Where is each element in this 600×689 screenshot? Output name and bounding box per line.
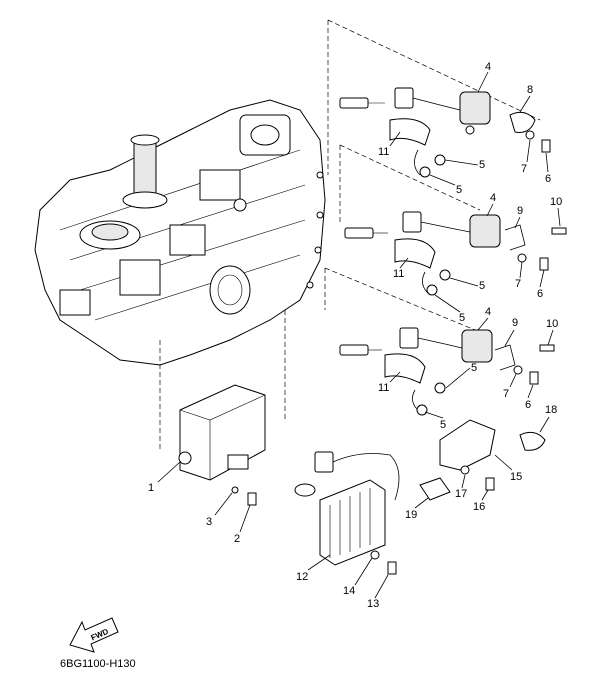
callout-7: 7	[515, 278, 521, 290]
callout-5: 5	[440, 419, 446, 431]
callout-16: 16	[473, 501, 485, 513]
callout-2: 2	[234, 533, 240, 545]
callout-9: 9	[512, 317, 518, 329]
callout-14: 14	[343, 585, 355, 597]
ignition-coil-assembly-3	[339, 327, 555, 416]
callout-6: 6	[525, 399, 531, 411]
callout-1: 1	[148, 482, 154, 494]
cdi-unit	[178, 384, 266, 506]
callout-4: 4	[490, 192, 496, 204]
callout-17: 17	[455, 488, 467, 500]
callout-11: 11	[393, 268, 404, 280]
callout-5: 5	[479, 159, 485, 171]
callout-9: 9	[517, 205, 523, 217]
callout-5: 5	[456, 184, 462, 196]
callout-11: 11	[378, 146, 389, 158]
callout-12: 12	[296, 571, 308, 583]
callout-11: 11	[378, 382, 389, 394]
callout-5: 5	[459, 312, 465, 324]
callout-5: 5	[471, 362, 477, 374]
ignition-coil-assembly-2	[344, 211, 567, 296]
callout-6: 6	[545, 173, 551, 185]
callout-8: 8	[527, 84, 533, 96]
callout-13: 13	[367, 598, 379, 610]
callout-leaders	[157, 71, 561, 599]
callout-7: 7	[503, 388, 509, 400]
callout-labels: 4 8 11 5 5 7 6 4 9 10 11 5 7 6 5 4 9 10 …	[148, 61, 562, 610]
callout-10: 10	[550, 196, 562, 208]
bracket-assembly	[419, 419, 546, 501]
callout-3: 3	[206, 516, 212, 528]
ignition-coil-assembly-1	[339, 87, 551, 178]
forward-direction-arrow: FWD	[69, 617, 119, 653]
callout-10: 10	[546, 318, 558, 330]
callout-19: 19	[405, 509, 417, 521]
engine-block	[34, 99, 326, 366]
rectifier-regulator	[294, 451, 400, 575]
callout-18: 18	[545, 404, 557, 416]
callout-4: 4	[485, 306, 491, 318]
callout-6: 6	[537, 288, 543, 300]
diagram-code: 6BG1100-H130	[60, 658, 136, 670]
callout-7: 7	[521, 163, 527, 175]
callout-4: 4	[485, 61, 491, 73]
callout-5: 5	[479, 280, 485, 292]
callout-15: 15	[510, 471, 522, 483]
